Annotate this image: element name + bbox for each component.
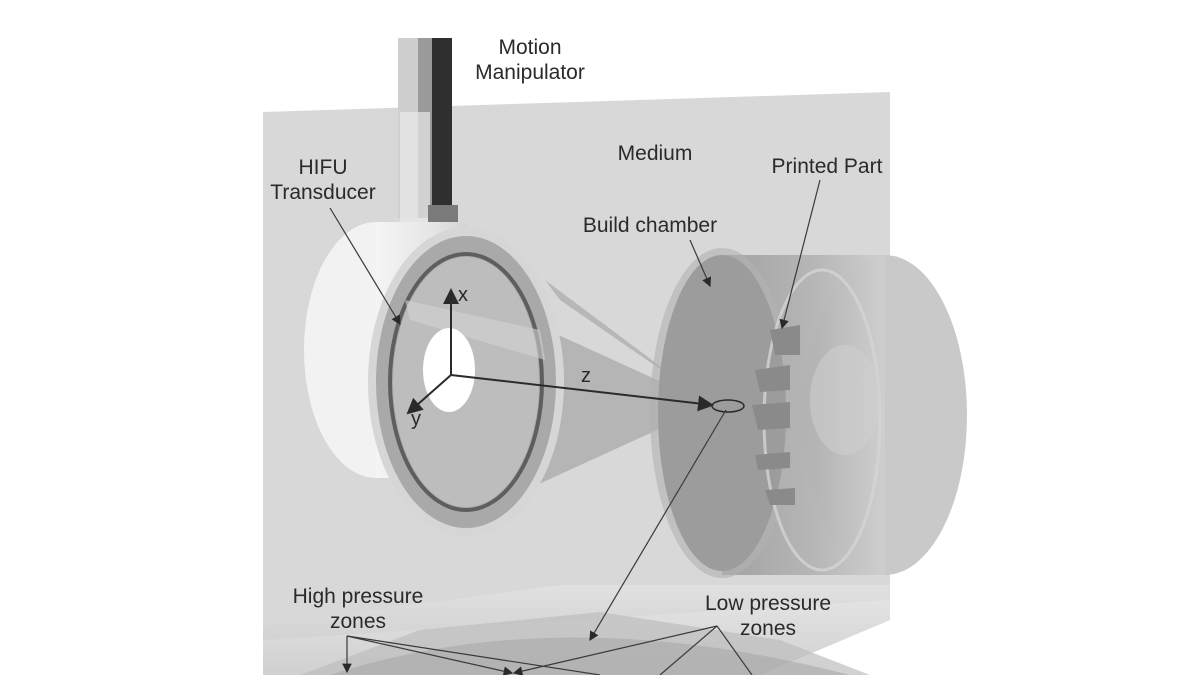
pressure-field-band [330, 637, 850, 675]
leader-hifu-transducer [329, 207, 401, 326]
chamber-front-face [658, 255, 786, 571]
gear-tooth [752, 402, 790, 430]
gear-tooth [755, 365, 790, 392]
leader-printed-part [779, 179, 821, 330]
gear-tooth [755, 452, 790, 470]
gear-tooth [770, 325, 800, 355]
manipulator-shaft-dark [432, 38, 452, 213]
leader-focal-to-field [589, 409, 727, 642]
z-axis-arrow [450, 374, 714, 412]
build-chamber [650, 248, 967, 578]
coordinate-axes [406, 288, 714, 415]
label-high-pressure-zones: High pressure zones [278, 584, 438, 634]
motion-manipulator [398, 38, 458, 223]
printed-part-hub [810, 345, 880, 455]
axis-label-y: y [411, 408, 421, 430]
manipulator-mount [428, 205, 458, 223]
label-high-pressure-line2: zones [329, 610, 387, 633]
transducer-ring-edge [388, 252, 544, 512]
manipulator-lower-sheath [400, 112, 430, 222]
label-hifu-transducer: HIFU Transducer [258, 155, 388, 205]
leader-build-chamber [689, 239, 712, 288]
label-printed-part-text: Printed Part [771, 155, 883, 178]
transducer-center-hole [423, 328, 475, 412]
leader-high-pressure-3 [346, 635, 601, 676]
label-build-chamber-text: Build chamber [582, 214, 718, 237]
label-low-pressure-zones: Low pressure zones [688, 591, 848, 641]
transducer-face-highlight [405, 300, 545, 360]
label-hifu-transducer-line2: Transducer [270, 181, 376, 204]
leader-lines [329, 179, 821, 676]
label-medium: Medium [600, 141, 710, 166]
leader-high-pressure-2 [346, 635, 514, 676]
label-medium-text: Medium [617, 142, 693, 165]
printed-part-gear [752, 325, 800, 505]
leader-low-pressure-2 [659, 625, 718, 676]
label-low-pressure-line2: zones [739, 617, 797, 640]
axis-label-x: x [458, 284, 468, 306]
label-low-pressure-line1: Low pressure [704, 592, 832, 615]
label-hifu-transducer-line1: HIFU [298, 156, 348, 179]
label-printed-part: Printed Part [762, 154, 892, 179]
label-motion-manipulator-line1: Motion [498, 36, 562, 59]
leader-low-pressure-3 [716, 625, 753, 676]
label-motion-manipulator-line2: Manipulator [475, 61, 585, 84]
label-high-pressure-line1: High pressure [292, 585, 424, 608]
y-axis-arrow [406, 374, 452, 415]
label-motion-manipulator: Motion Manipulator [465, 35, 595, 85]
axis-label-z: z [581, 365, 591, 387]
gear-tooth [765, 488, 795, 505]
label-build-chamber: Build chamber [570, 213, 730, 238]
leader-low-pressure-1 [512, 625, 718, 676]
